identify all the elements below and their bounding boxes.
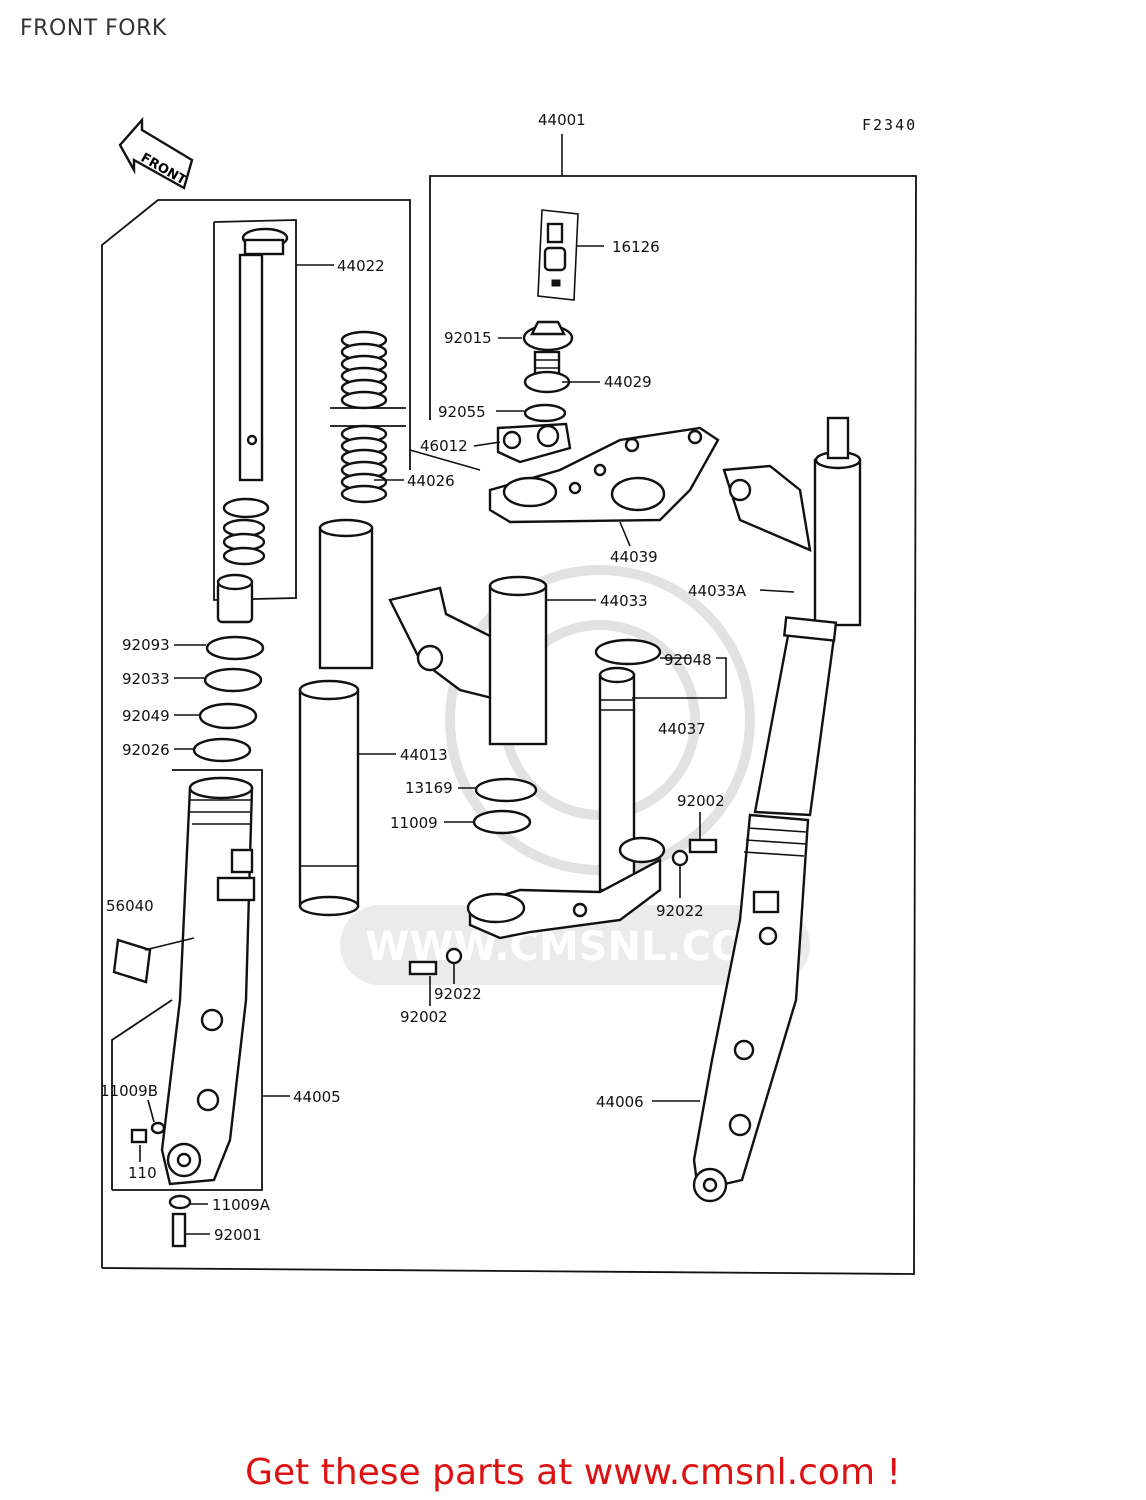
label-46012: 46012: [420, 437, 468, 455]
part-92002-bolt-upper: [688, 838, 718, 854]
leader-lines: [139, 134, 795, 1235]
label-44001: 44001: [538, 111, 586, 129]
part-44006-right-fork: [692, 416, 862, 1203]
label-92033: 92033: [122, 670, 170, 688]
part-44026-spring: [340, 330, 388, 504]
part-56040-label: [112, 938, 152, 984]
label-44033: 44033: [600, 592, 648, 610]
label-11009: 11009: [390, 814, 438, 832]
part-92026-bushing: [192, 737, 252, 763]
label-92049: 92049: [122, 707, 170, 725]
page-title: FRONT FORK: [20, 16, 167, 41]
figure-code: F2340: [862, 116, 917, 134]
part-labels: 44001 16126 92015 44029 92055 46012 4402…: [100, 111, 747, 1244]
label-44022: 44022: [337, 257, 385, 275]
part-92022-washer-upper: [671, 849, 689, 867]
part-44005-left-outer-tube: [160, 776, 256, 1186]
label-92093: 92093: [122, 636, 170, 654]
part-11009B-washer: [150, 1121, 166, 1135]
part-16126-fitting: [537, 209, 579, 301]
label-92048: 92048: [664, 651, 712, 669]
label-92022-lower: 92022: [434, 985, 482, 1003]
label-44037: 44037: [658, 720, 706, 738]
label-44013: 44013: [400, 746, 448, 764]
part-11009A-washer: [168, 1194, 192, 1210]
part-110-screw: [130, 1128, 148, 1144]
label-56040: 56040: [106, 897, 154, 915]
label-11009B: 11009B: [100, 1082, 158, 1100]
label-92002-lower: 92002: [400, 1008, 448, 1026]
part-44022-damper-rod: [216, 227, 289, 624]
label-92001: 92001: [214, 1226, 262, 1244]
part-92055-oring: [523, 403, 567, 423]
part-46012-bracket: [496, 422, 572, 464]
label-92055: 92055: [438, 403, 486, 421]
part-44029-bolt: [523, 350, 571, 394]
part-92022-washer-lower: [445, 947, 463, 965]
label-44005: 44005: [293, 1088, 341, 1106]
part-92033-clip: [203, 667, 263, 693]
label-11009A: 11009A: [212, 1196, 271, 1214]
label-92022-upper: 92022: [656, 902, 704, 920]
part-13169-bushing: [474, 777, 538, 803]
label-44029: 44029: [604, 373, 652, 391]
part-11009-washer: [472, 809, 532, 835]
part-44013-inner-tube: [298, 679, 360, 917]
label-92026: 92026: [122, 741, 170, 759]
part-92093-seal: [205, 635, 265, 661]
label-92002-upper: 92002: [677, 792, 725, 810]
part-92001-bolt: [171, 1212, 187, 1248]
promo-link[interactable]: Get these parts at www.cmsnl.com !: [245, 1452, 901, 1493]
label-44039: 44039: [610, 548, 658, 566]
part-44039-upper-bracket: [488, 426, 720, 524]
part-92049-oil-seal: [198, 702, 258, 730]
exploded-parts-diagram: WWW.CMSNL.COM F2340 FRONT: [100, 111, 917, 1275]
label-44033A: 44033A: [688, 582, 747, 600]
part-92002-bolt-lower: [408, 960, 438, 976]
part-spacer-tube: [318, 518, 374, 670]
part-44033-tube-bracket: [388, 575, 548, 746]
label-13169: 13169: [405, 779, 453, 797]
label-92015: 92015: [444, 329, 492, 347]
label-110: 110: [128, 1164, 157, 1182]
front-arrow-icon: FRONT: [118, 116, 194, 190]
part-lower-triple-clamp: [466, 836, 666, 940]
label-44026: 44026: [407, 472, 455, 490]
label-44006: 44006: [596, 1093, 644, 1111]
label-16126: 16126: [612, 238, 660, 256]
